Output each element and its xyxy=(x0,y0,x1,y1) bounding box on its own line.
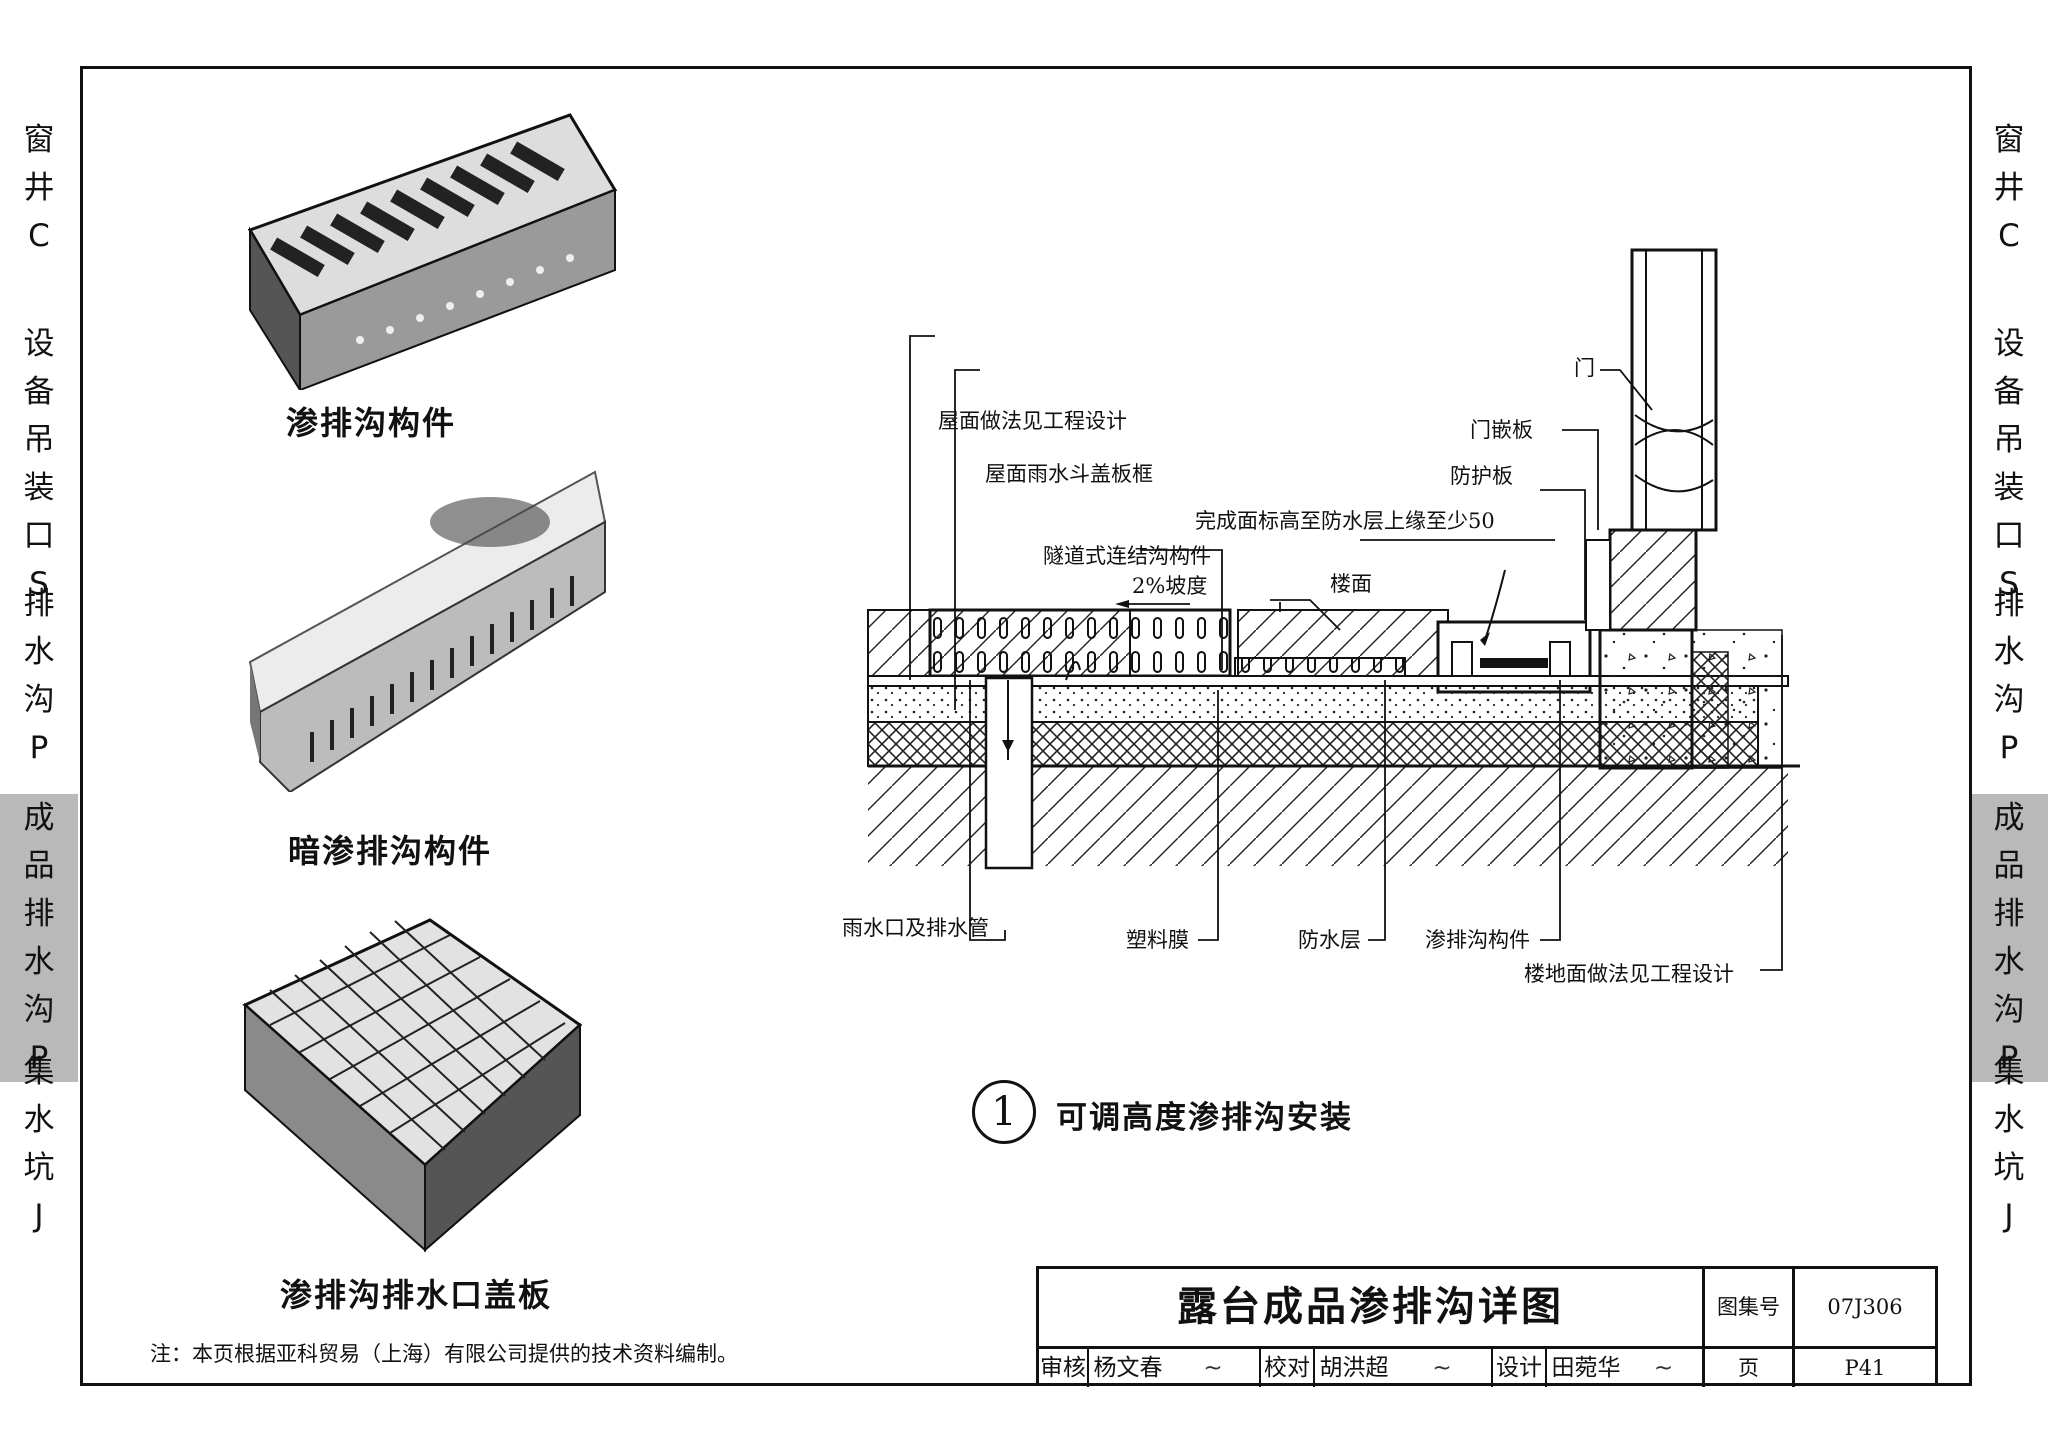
side-tab-char: 备 xyxy=(23,374,55,410)
label-roof-design: 屋面做法见工程设计 xyxy=(938,409,1127,433)
side-tab-char: 品 xyxy=(1993,848,2025,884)
label-grate-frame: 屋面雨水斗盖板框 xyxy=(985,462,1153,486)
label-protection-board: 防护板 xyxy=(1450,464,1513,488)
label-waterproof: 防水层 xyxy=(1298,928,1361,952)
caption-outlet-cover: 渗排沟排水口盖板 xyxy=(280,1276,553,1314)
label-finish-elevation: 完成面标高至防水层上缘至少50 xyxy=(1195,509,1495,533)
side-tab-char: 沟 xyxy=(1993,682,2025,718)
page-note: 注：本页根据亚科贸易（上海）有限公司提供的技术资料编制。 xyxy=(150,1342,738,1366)
detail-title: 可调高度渗排沟安装 xyxy=(1056,1100,1353,1136)
side-tab-char: 品 xyxy=(23,848,55,884)
side-tab-char: 成 xyxy=(1993,800,2025,836)
title-block: 露台成品渗排沟详图 图集号 07J306 审核 杨文春 ~ 校对 胡洪超 ~ 设… xyxy=(1036,1266,1938,1387)
signature-row: 审核 杨文春 ~ 校对 胡洪超 ~ 设计 田菀华 ~ xyxy=(1039,1349,1705,1387)
side-tab-char: S xyxy=(29,566,49,602)
label-drain-pipe: 雨水口及排水管 xyxy=(842,916,989,940)
side-tab-char: 沟 xyxy=(23,682,55,718)
side-tab-char: 集 xyxy=(1993,1054,2025,1090)
side-tab-char: 装 xyxy=(23,470,55,506)
side-tab-char: 备 xyxy=(1993,374,2025,410)
review-label: 审核 xyxy=(1039,1349,1089,1387)
side-tab-char: 窗 xyxy=(1993,122,2025,158)
side-tab-char: 排 xyxy=(23,586,55,622)
side-tab-char: 吊 xyxy=(23,422,55,458)
page-number: P41 xyxy=(1844,1356,1886,1380)
designer-signature: ~ xyxy=(1653,1355,1674,1381)
side-tab-char: P xyxy=(29,1040,49,1076)
side-tab-char: 井 xyxy=(23,170,55,206)
side-tab-char: C xyxy=(28,218,50,254)
side-tab-char: 水 xyxy=(1993,634,2025,670)
label-floor-design: 楼地面做法见工程设计 xyxy=(1524,962,1734,986)
side-tab-char: P xyxy=(1999,1040,2019,1076)
title-block-title: 露台成品渗排沟详图 xyxy=(1039,1269,1705,1349)
label-channel-component: 渗排沟构件 xyxy=(1425,928,1530,952)
side-tab-char: 口 xyxy=(1993,518,2025,554)
side-tab-char: 口 xyxy=(23,518,55,554)
side-tab-char: 排 xyxy=(23,896,55,932)
designer-name: 田菀华 xyxy=(1551,1355,1621,1381)
side-tab-char: 水 xyxy=(1993,1102,2025,1138)
side-tab-char: 设 xyxy=(1993,326,2025,362)
side-tab-char: 水 xyxy=(1993,944,2025,980)
section-drawing xyxy=(867,248,1800,971)
side-tab-char: 沟 xyxy=(23,992,55,1028)
detail-number: 1 xyxy=(972,1080,1036,1144)
side-tab-char: 排 xyxy=(1993,896,2025,932)
checker-signature: ~ xyxy=(1393,1349,1493,1387)
side-tab-char: 沟 xyxy=(1993,992,2025,1028)
drawing-frame xyxy=(80,66,1972,1386)
side-tab-char: 吊 xyxy=(1993,422,2025,458)
label-floor: 楼面 xyxy=(1330,572,1372,596)
channel-component-image xyxy=(247,113,618,390)
reviewer-name: 杨文春 xyxy=(1093,1355,1163,1381)
label-door-plate: 门嵌板 xyxy=(1470,418,1533,442)
outlet-cover-image xyxy=(242,918,583,1253)
label-slope: 2%坡度 xyxy=(1132,574,1208,598)
side-tab-char: 水 xyxy=(23,1102,55,1138)
side-tab-char: 排 xyxy=(1993,586,2025,622)
page-label: 页 xyxy=(1705,1349,1795,1387)
side-tab-char: 水 xyxy=(23,944,55,980)
concealed-channel-image xyxy=(248,470,607,792)
side-tab-char: 集 xyxy=(23,1054,55,1090)
side-tab-char: J xyxy=(34,1198,44,1234)
side-tab-char: 坑 xyxy=(23,1150,55,1186)
design-label: 设计 xyxy=(1493,1349,1547,1387)
caption-channel-component: 渗排沟构件 xyxy=(286,404,457,442)
side-tab-char: J xyxy=(2004,1198,2014,1234)
reviewer-signature: ~ xyxy=(1167,1349,1261,1387)
side-tab-char: P xyxy=(29,730,49,766)
side-tab-char: 设 xyxy=(23,326,55,362)
side-tab-char: 水 xyxy=(23,634,55,670)
side-tab-char: P xyxy=(1999,730,2019,766)
label-tunnel-connection: 隧道式连结沟构件 xyxy=(1043,544,1211,568)
side-tab-char: S xyxy=(1999,566,2019,602)
atlas-number: 07J306 xyxy=(1795,1269,1935,1349)
side-tab-char: 装 xyxy=(1993,470,2025,506)
caption-concealed-channel: 暗渗排沟构件 xyxy=(288,832,493,870)
check-label: 校对 xyxy=(1261,1349,1315,1387)
side-tab-char: 坑 xyxy=(1993,1150,2025,1186)
atlas-label: 图集号 xyxy=(1705,1269,1795,1349)
label-door: 门 xyxy=(1574,356,1595,380)
side-tab-char: 窗 xyxy=(23,122,55,158)
label-plastic-film: 塑料膜 xyxy=(1126,928,1189,952)
checker-name: 胡洪超 xyxy=(1319,1355,1389,1381)
side-tab-char: 成 xyxy=(23,800,55,836)
side-tab-char: 井 xyxy=(1993,170,2025,206)
side-tab-char: C xyxy=(1998,218,2020,254)
